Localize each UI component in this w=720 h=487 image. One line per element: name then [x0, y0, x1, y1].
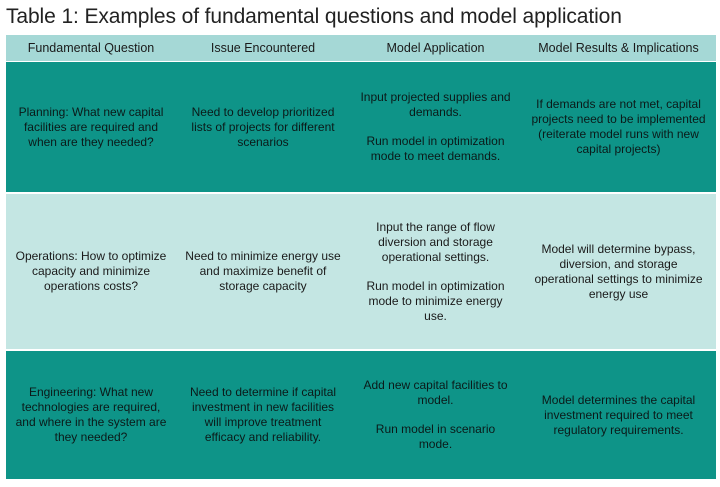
table-cell-issue: Need to minimize energy use and maximize…	[176, 192, 350, 349]
cell-text: Input the range of flow diversion and st…	[376, 219, 495, 264]
cell-text: If demands are not met, capital projects…	[531, 97, 706, 156]
cell-text: Run model in optimization mode to minimi…	[366, 278, 505, 323]
table-cell-issue: Need to develop prioritized lists of pro…	[176, 62, 350, 192]
table-cell-results: Model will determine bypass, diversion, …	[521, 192, 716, 349]
table-cell-application: Input the range of flow diversion and st…	[350, 192, 521, 349]
table-cell-question: Operations: How to optimize capacity and…	[6, 192, 176, 349]
column-header-model-application: Model Application	[350, 35, 521, 62]
cell-text: Need to minimize energy use and maximize…	[185, 249, 341, 293]
table-cell-results: Model determines the capital investment …	[521, 349, 716, 479]
cell-text: Operations: How to optimize capacity and…	[15, 249, 167, 293]
table-cell-results: If demands are not met, capital projects…	[521, 62, 716, 192]
cell-text: Run model in optimization mode to meet d…	[366, 134, 505, 163]
table-title: Table 1: Examples of fundamental questio…	[6, 5, 622, 28]
cell-text: Model determines the capital investment …	[541, 392, 696, 437]
cell-text: Model will determine bypass, diversion, …	[534, 241, 703, 301]
cell-text: Need to develop prioritized lists of pro…	[191, 104, 335, 149]
column-header-issue-encountered: Issue Encountered	[176, 35, 350, 62]
table-cell-question: Planning: What new capital facilities ar…	[6, 62, 176, 192]
cell-text: Planning: What new capital facilities ar…	[18, 104, 164, 149]
column-header-fundamental-question: Fundamental Question	[6, 35, 176, 62]
cell-text: Add new capital facilities to model.	[363, 378, 508, 407]
examples-table: Fundamental Question Issue Encountered M…	[6, 35, 716, 479]
table-cell-issue: Need to determine if capital investment …	[176, 349, 350, 479]
cell-text: Run model in scenario mode.	[375, 422, 496, 451]
table-cell-application: Input projected supplies and demands. Ru…	[350, 62, 521, 192]
table-cell-application: Add new capital facilities to model. Run…	[350, 349, 521, 479]
cell-text: Need to determine if capital investment …	[189, 385, 337, 444]
column-header-model-results: Model Results & Implications	[521, 35, 716, 62]
table-cell-question: Engineering: What new technologies are r…	[6, 349, 176, 479]
cell-text: Input projected supplies and demands.	[360, 90, 511, 119]
cell-text: Engineering: What new technologies are r…	[15, 385, 167, 444]
